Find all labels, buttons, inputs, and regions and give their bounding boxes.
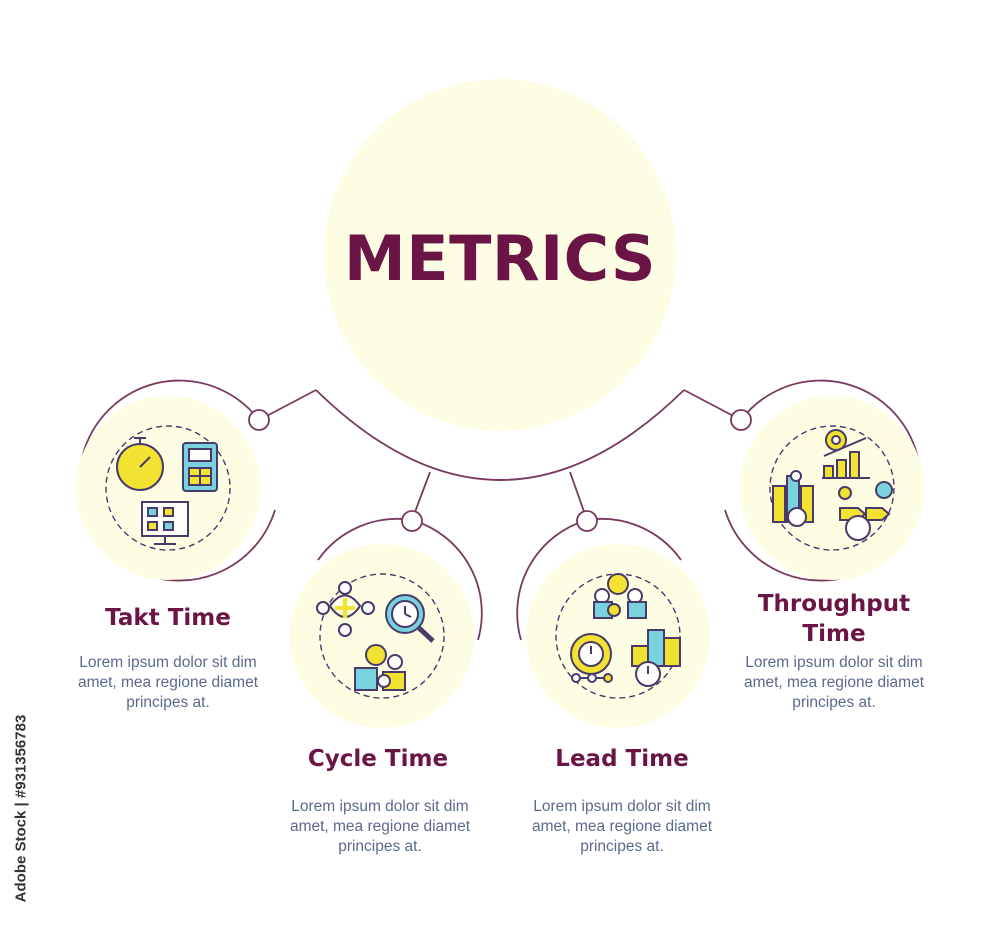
cycle-time-title: Cycle Time <box>307 746 449 772</box>
stock-credit-text: Adobe Stock | #931356783 <box>12 714 30 903</box>
throughput-time-title: Throughput Time <box>757 591 911 647</box>
cycle-arc <box>317 517 483 641</box>
page-title: METRICS <box>344 222 656 295</box>
takt-circle <box>76 396 260 580</box>
lead-icons <box>570 573 681 687</box>
takt-time-description: Lorem ipsum dolor sit dim amet, mea regi… <box>77 654 259 711</box>
magnifier-clock-icon <box>385 594 435 643</box>
gear-bar-chart-icon <box>822 429 870 479</box>
lead-circle <box>526 544 710 728</box>
stopwatch-icon <box>116 437 164 491</box>
ranking-podium-icon <box>631 629 681 687</box>
calculator-icon <box>182 442 218 492</box>
lead-time-title: Lead Time <box>555 746 689 772</box>
monitor-flowchart-icon <box>141 501 189 545</box>
lead-arc <box>516 517 682 641</box>
takt-time-title: Takt Time <box>105 605 231 631</box>
center-circle <box>324 79 676 431</box>
team-gears-icon <box>593 573 647 619</box>
throughput-icons <box>772 429 893 541</box>
process-flow-icon <box>838 481 893 541</box>
connector-nodes <box>248 409 752 532</box>
worker-gear-icon <box>354 644 406 691</box>
cycle-arrows-icon <box>316 581 375 637</box>
lead-time-description: Lorem ipsum dolor sit dim amet, mea regi… <box>531 798 713 855</box>
stock-credit: Adobe Stock | #931356783 <box>6 700 36 930</box>
takt-icons <box>116 437 218 545</box>
cycle-time-description: Lorem ipsum dolor sit dim amet, mea regi… <box>289 798 471 855</box>
cycle-icons <box>316 581 435 691</box>
throughput-circle <box>740 396 924 580</box>
bar-timer-icon <box>772 470 814 527</box>
throughput-time-description: Lorem ipsum dolor sit dim amet, mea regi… <box>743 654 925 711</box>
gear-clock-icon <box>570 633 613 683</box>
cycle-circle <box>290 544 474 728</box>
